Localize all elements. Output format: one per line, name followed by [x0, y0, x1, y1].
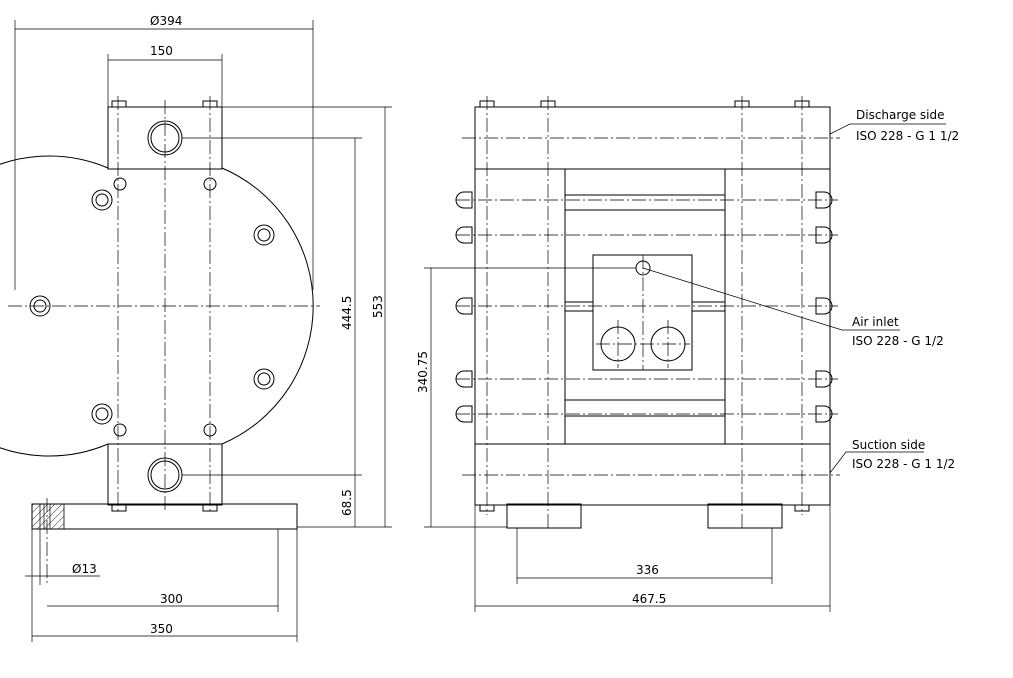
nuts: [111, 100, 218, 512]
dim-width-336: 336: [636, 563, 659, 577]
discharge-side-label: Discharge side: [856, 108, 945, 122]
side-bolts-left: [455, 191, 473, 423]
front-view: Ø394 150 444.5 553 68.5 Ø13 300 350: [0, 14, 392, 642]
air-inlet-spec: ISO 228 - G 1/2: [852, 334, 944, 348]
dim-width-300: 300: [160, 592, 183, 606]
suction-side-spec: ISO 228 - G 1 1/2: [852, 457, 955, 471]
dim-height-444: 444.5: [340, 296, 354, 330]
side-bottom-manifold: [474, 443, 831, 506]
foot-right: [707, 503, 783, 529]
dim-height-340: 340.75: [416, 351, 430, 393]
bolt-holes: [29, 177, 275, 437]
suction-side-label: Suction side: [852, 438, 925, 452]
pump-body-outline: [0, 155, 314, 457]
dim-diameter-13: Ø13: [72, 562, 97, 576]
dim-width-150: 150: [150, 44, 173, 58]
discharge-side-spec: ISO 228 - G 1 1/2: [856, 129, 959, 143]
side-nuts: [479, 100, 810, 512]
air-inlet-label: Air inlet: [852, 315, 899, 329]
dim-width-350: 350: [150, 622, 173, 636]
foot-left: [506, 503, 582, 529]
dim-width-467: 467.5: [632, 592, 666, 606]
side-bolts-right: [815, 191, 833, 423]
center-body: [564, 168, 726, 445]
dim-diameter-394: Ø394: [150, 14, 182, 28]
air-valve-block: [592, 254, 693, 371]
base-plate: [31, 503, 298, 530]
side-view: Discharge side ISO 228 - G 1 1/2 Air inl…: [416, 96, 959, 612]
dim-height-68: 68.5: [340, 489, 354, 516]
dim-height-553: 553: [371, 295, 385, 318]
base-section-hatch: [31, 503, 65, 530]
